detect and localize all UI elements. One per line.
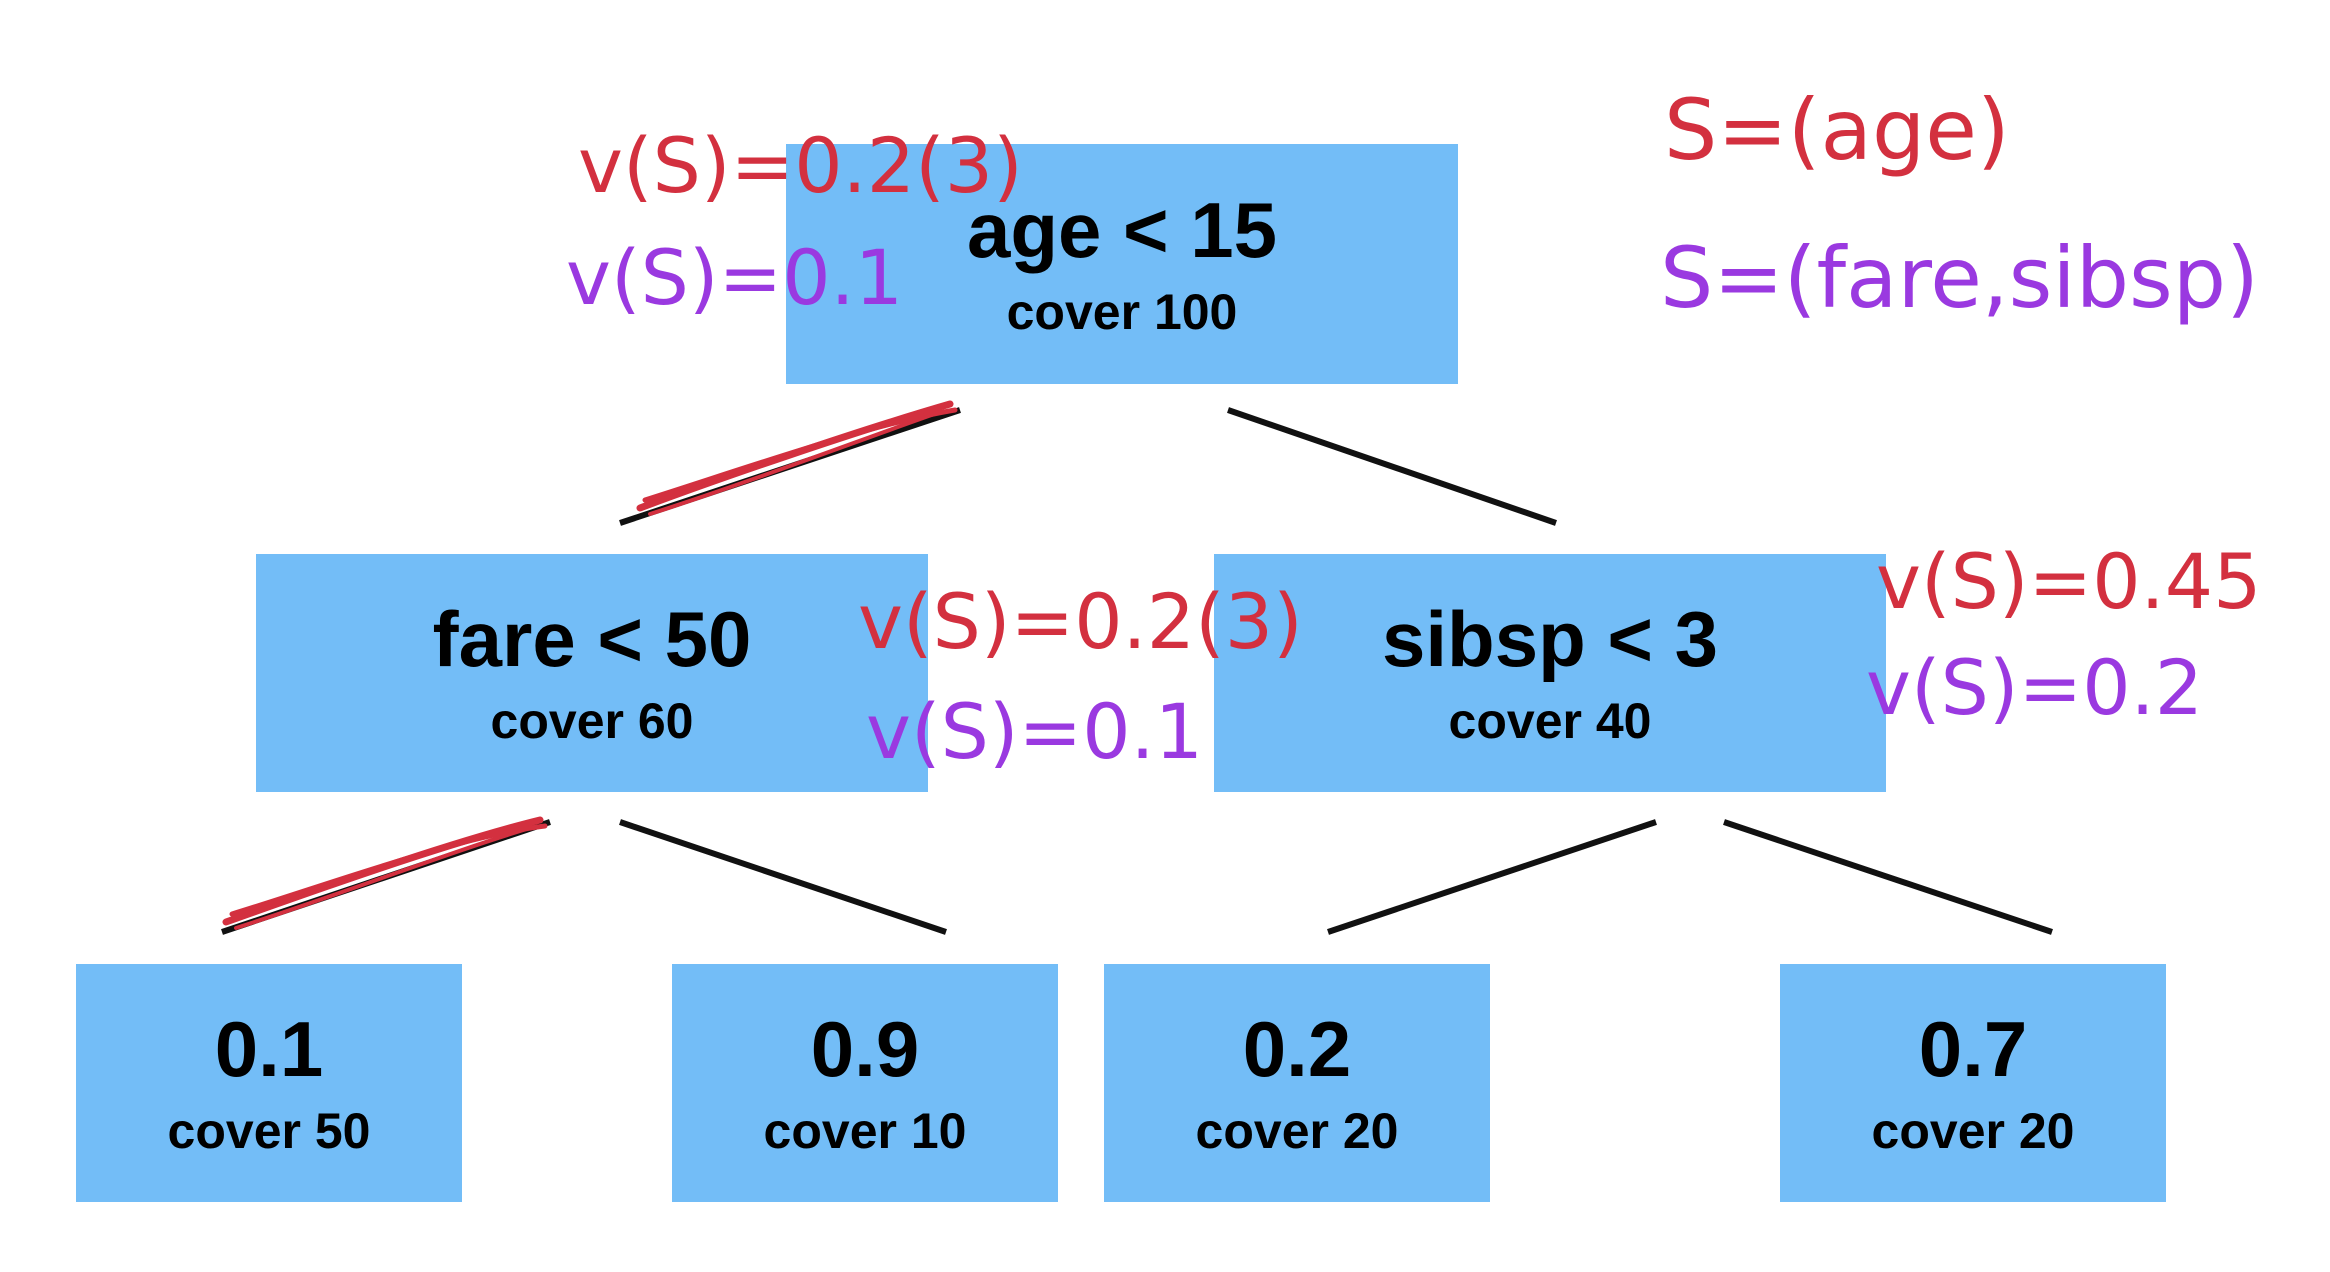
node-left-cover: cover 60 bbox=[490, 693, 694, 749]
node-right-title: sibsp < 3 bbox=[1382, 595, 1718, 683]
annotation-set-red: S=(age) bbox=[1664, 81, 2010, 179]
node-root-cover: cover 100 bbox=[1006, 284, 1238, 340]
node-leaf-3-value: 0.2 bbox=[1242, 1005, 1352, 1093]
node-leaf-4-value: 0.7 bbox=[1918, 1005, 2028, 1093]
edge-left-leaf2 bbox=[619, 819, 947, 935]
node-right: sibsp < 3 cover 40 bbox=[1214, 554, 1886, 792]
strike-left-leaf1 bbox=[222, 816, 548, 930]
node-leaf-3-cover: cover 20 bbox=[1195, 1103, 1399, 1159]
edge-right-leaf3 bbox=[1327, 819, 1657, 935]
annotation-root-purple: v(S)=0.1 bbox=[566, 233, 904, 322]
node-leaf-2: 0.9 cover 10 bbox=[672, 964, 1058, 1202]
node-leaf-1-value: 0.1 bbox=[214, 1005, 324, 1093]
node-leaf-4-cover: cover 20 bbox=[1871, 1103, 2075, 1159]
node-leaf-2-value: 0.9 bbox=[810, 1005, 920, 1093]
annotation-left-purple: v(S)=0.1 bbox=[866, 687, 1204, 776]
node-leaf-4: 0.7 cover 20 bbox=[1780, 964, 2166, 1202]
annotation-right-purple: v(S)=0.2 bbox=[1866, 643, 2204, 732]
strike-root-left bbox=[636, 400, 958, 516]
edge-root-right bbox=[1227, 407, 1557, 526]
edge-right-leaf4 bbox=[1723, 819, 2053, 935]
node-left-title: fare < 50 bbox=[432, 595, 752, 683]
annotation-right-red: v(S)=0.45 bbox=[1876, 537, 2262, 626]
node-root: age < 15 cover 100 bbox=[786, 144, 1458, 384]
node-leaf-1-cover: cover 50 bbox=[167, 1103, 371, 1159]
node-left: fare < 50 cover 60 bbox=[256, 554, 928, 792]
node-root-title: age < 15 bbox=[966, 186, 1278, 274]
annotation-left-red: v(S)=0.2(3) bbox=[858, 577, 1303, 666]
node-leaf-2-cover: cover 10 bbox=[763, 1103, 967, 1159]
annotation-root-red: v(S)=0.2(3) bbox=[578, 121, 1023, 210]
node-leaf-1: 0.1 cover 50 bbox=[76, 964, 462, 1202]
node-right-cover: cover 40 bbox=[1448, 693, 1652, 749]
node-leaf-3: 0.2 cover 20 bbox=[1104, 964, 1490, 1202]
annotation-set-purple: S=(fare,sibsp) bbox=[1660, 229, 2259, 327]
